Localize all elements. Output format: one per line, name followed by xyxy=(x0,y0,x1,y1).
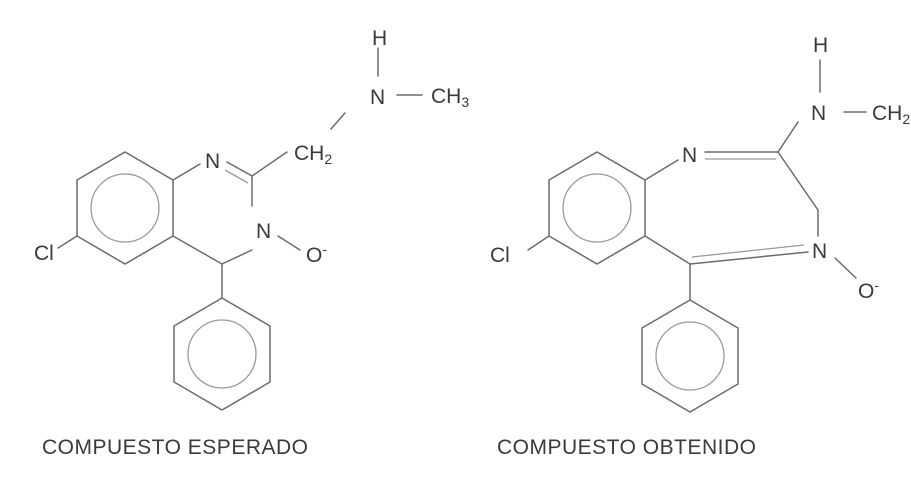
bond-ch2-n xyxy=(330,112,346,130)
phenyl-ring-right xyxy=(641,299,739,413)
phenyl-ring-left xyxy=(173,297,271,411)
atom-o-minus: O- xyxy=(858,277,879,303)
atom-cl: Cl xyxy=(34,242,54,265)
atom-n-amine: N xyxy=(370,86,385,109)
atom-n-oxide: N xyxy=(256,220,271,243)
atom-cl: Cl xyxy=(490,244,510,267)
atom-h: H xyxy=(372,27,387,50)
atom-n-oxide: N xyxy=(812,240,827,263)
bond-cl xyxy=(57,235,78,249)
atom-ch2: CH2 xyxy=(294,142,332,167)
bond-c-n xyxy=(777,121,799,153)
atom-n-ring: N xyxy=(205,150,220,173)
atom-ch2: CH2 xyxy=(872,102,910,127)
bond-c-ch2 xyxy=(251,151,288,177)
atom-h: H xyxy=(813,34,828,57)
atom-n-amine: N xyxy=(811,102,826,125)
bond-n-o xyxy=(834,257,857,279)
bond-cl xyxy=(527,235,550,251)
atom-n-ring: N xyxy=(682,144,697,167)
structure-obtenido: H N CH2 N N O- Cl COMPUESTO OBTENIDO xyxy=(490,34,910,459)
bond-n-o xyxy=(277,235,301,251)
benzene-ring-fused-left xyxy=(76,151,174,265)
atom-o-minus: O- xyxy=(306,241,327,267)
structure-esperado: H N CH3 CH2 N N O- Cl COMPUESTO ESPERADO xyxy=(34,27,469,459)
caption-obtenido: COMPUESTO OBTENIDO xyxy=(497,436,756,459)
benzene-ring-fused-right xyxy=(548,151,646,265)
diazepine-ring-right xyxy=(644,151,819,265)
caption-esperado: COMPUESTO ESPERADO xyxy=(42,436,309,459)
heterocycle-ring-left xyxy=(172,161,253,265)
atom-ch3: CH3 xyxy=(431,85,469,110)
